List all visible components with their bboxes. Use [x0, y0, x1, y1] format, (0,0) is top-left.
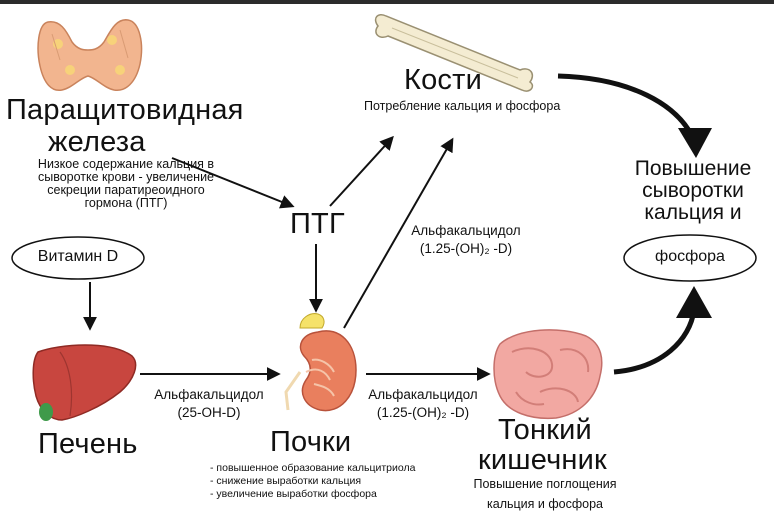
arrow-label-line: (1.25-(OH)₂ -D) — [419, 241, 513, 256]
arrow-label-line: Альфакальцидол — [154, 387, 264, 402]
result-line: Повышение — [634, 157, 752, 180]
pth-label: ПТГ — [290, 208, 345, 240]
kidney-icon — [284, 313, 357, 412]
label-kidney-bones: Альфакальцидол (1.25-(OH)₂ -D) — [396, 222, 536, 258]
parathyroid-desc-line: гормона (ПТГ) — [84, 196, 168, 210]
arrow-pth-to-bones — [329, 135, 394, 207]
vitamin-d-label: Витамин D — [37, 248, 119, 265]
result-line: сыворотки — [642, 179, 744, 202]
parathyroid-desc-line: Низкое содержание кальция в — [37, 157, 215, 171]
top-border — [0, 0, 774, 4]
arrow-label-line: (1.25-(OH)₂ -D) — [376, 405, 470, 420]
parathyroid-desc-line: сыворотке крови - увеличение — [37, 170, 215, 184]
label-kidney-intestine: Альфакальцидол (1.25-(OH)₂ -D) — [356, 386, 490, 422]
bone-icon — [374, 14, 534, 92]
parathyroid-description: Низкое содержание кальция в сыворотке кр… — [10, 158, 242, 210]
arrowhead-top — [678, 128, 712, 158]
bones-description: Потребление кальция и фосфора — [364, 99, 561, 113]
curve-bones-to-result — [557, 73, 697, 142]
kidney-effect-item: - снижение выработки кальция — [210, 475, 362, 487]
arrow-label-line: (25-OH-D) — [177, 405, 241, 420]
result-pill-label: фосфора — [655, 248, 725, 265]
liver-label: Печень — [38, 428, 138, 460]
arrow-kidney-to-bones — [343, 137, 454, 329]
label-liver-kidney: Альфакальцидол (25-OH-D) — [144, 386, 274, 422]
kidneys-title: Почки — [270, 426, 352, 458]
intestine-desc-line: Повышение поглощения — [473, 477, 617, 491]
vitamin-d-oval — [11, 236, 145, 280]
intestine-title-line1: Тонкий — [498, 414, 592, 446]
intestine-desc-line: кальция и фосфора — [487, 497, 603, 511]
kidneys-effects: - повышенное образование кальцитриола - … — [210, 462, 415, 501]
arrowhead-bottom — [676, 286, 712, 318]
result-line: кальция и — [644, 201, 742, 224]
liver-icon — [32, 344, 137, 421]
parathyroid-title-line2: железа — [48, 126, 146, 158]
kidney-effect-item: - повышенное образование кальцитриола — [210, 462, 416, 474]
curve-intestine-to-result — [613, 309, 697, 375]
intestine-title-line2: кишечник — [478, 444, 607, 476]
intestine-description: Повышение поглощения кальция и фосфора — [450, 474, 640, 514]
bones-title: Кости — [404, 64, 483, 96]
thyroid-gland-icon — [37, 19, 143, 92]
arrow-label-line: Альфакальцидол — [368, 387, 478, 402]
parathyroid-title-line1: Паращитовидная — [6, 94, 244, 126]
arrow-label-line: Альфакальцидол — [411, 223, 521, 238]
kidney-effect-item: - увеличение выработки фосфора — [210, 488, 377, 500]
arrow-parathyroid-to-pth — [171, 157, 295, 209]
result-text: Повышение сыворотки кальция и — [618, 158, 768, 224]
result-oval — [623, 234, 757, 282]
intestine-icon — [493, 329, 603, 420]
parathyroid-desc-line: секреции паратиреоидного — [47, 183, 205, 197]
